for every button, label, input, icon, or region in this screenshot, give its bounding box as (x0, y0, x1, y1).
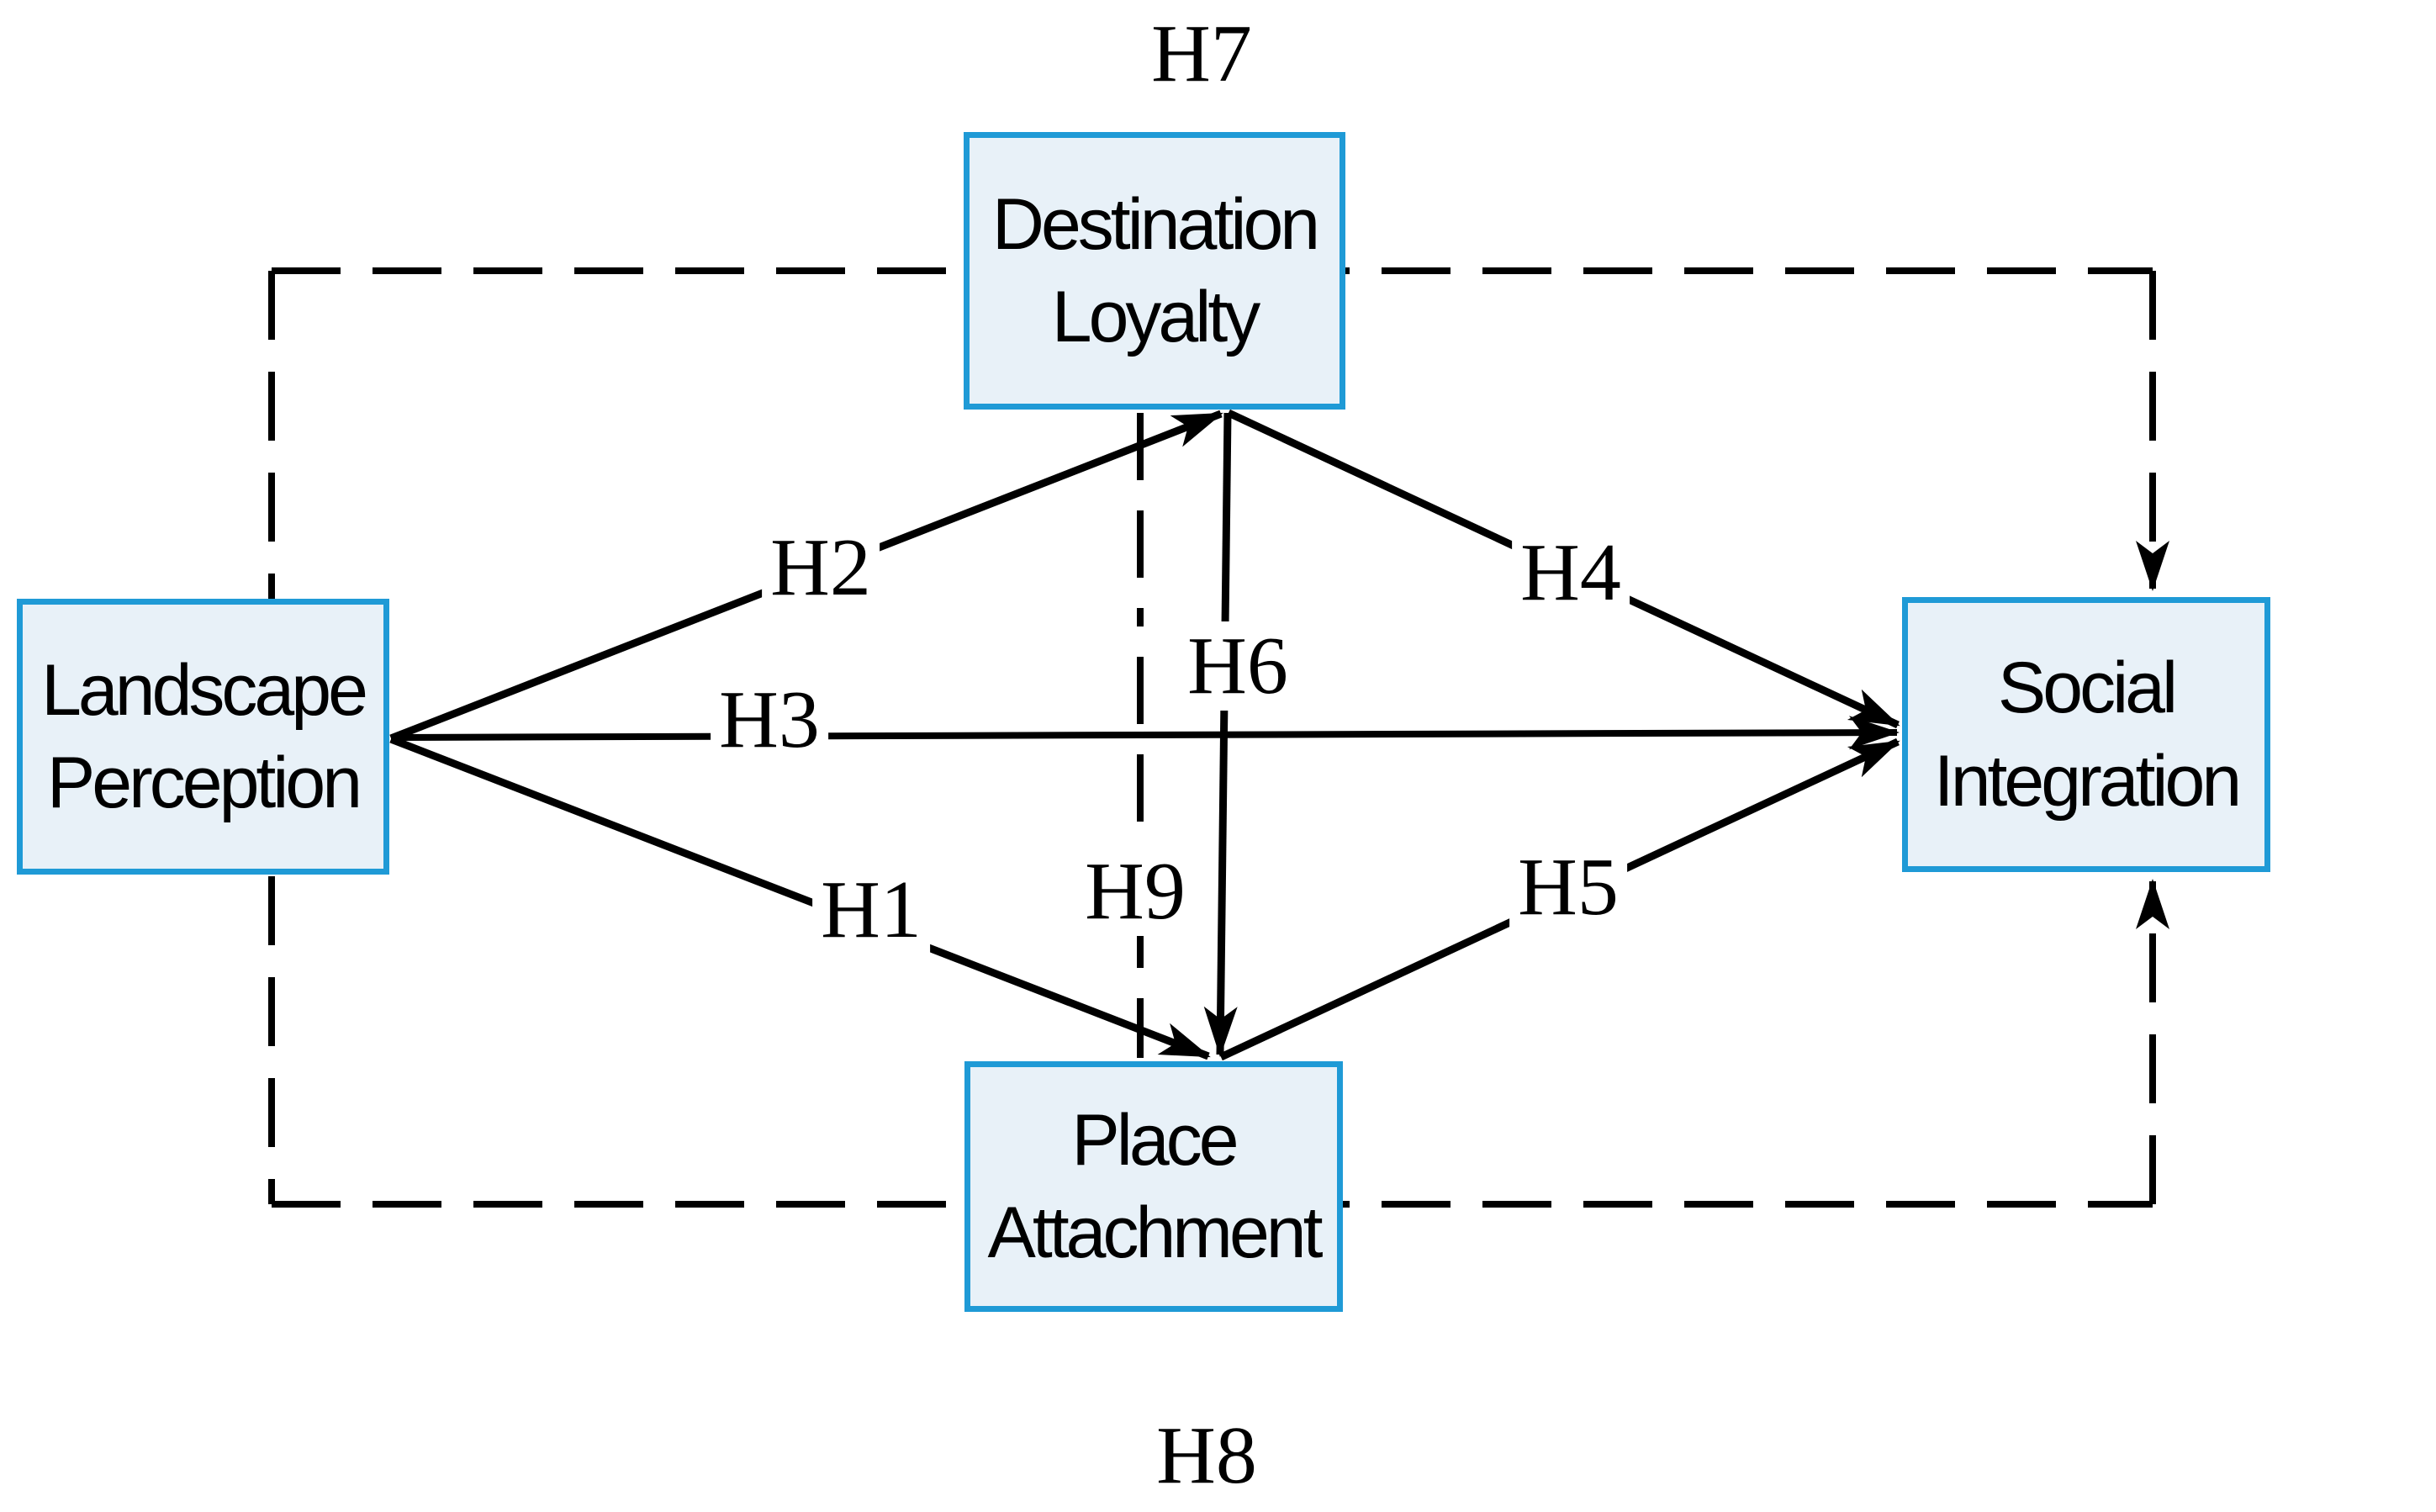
box-social-integration: Social Integration (1902, 597, 2270, 872)
box-social-integration-line2: Integration (1933, 740, 2242, 822)
hypothesis-label-h7: H7 (1151, 8, 1252, 99)
box-place-attachment-line2: Attachment (987, 1192, 1324, 1273)
hypothesis-label-h1: H1 (812, 865, 930, 954)
box-destination-loyalty-line2: Loyalty (1051, 277, 1260, 357)
hypothesis-label-h8: H8 (1156, 1410, 1257, 1501)
box-landscape-perception: Landscape Perception (17, 599, 389, 875)
hypothesis-label-h3: H3 (711, 675, 828, 764)
box-destination-loyalty: Destination Loyalty (964, 132, 1345, 410)
hypothesis-label-h4: H4 (1512, 528, 1630, 617)
box-landscape-perception-line2: Perception (46, 743, 362, 823)
hypothesis-label-h5: H5 (1509, 843, 1627, 932)
box-landscape-perception-line1: Landscape (41, 649, 368, 731)
box-social-integration-line1: Social (1997, 648, 2178, 729)
box-place-attachment: Place Attachment (964, 1061, 1343, 1312)
arrow-h6 (1203, 412, 1238, 1057)
arrow-h1 (389, 735, 1211, 1060)
hypothesis-label-h6: H6 (1179, 621, 1297, 711)
hypothesis-label-h2: H2 (762, 523, 880, 612)
box-destination-loyalty-line1: Destination (991, 183, 1320, 265)
arrow-h3 (390, 716, 1900, 750)
box-place-attachment-line1: Place (1071, 1099, 1239, 1181)
hypothesis-label-h9: H9 (1076, 847, 1194, 936)
